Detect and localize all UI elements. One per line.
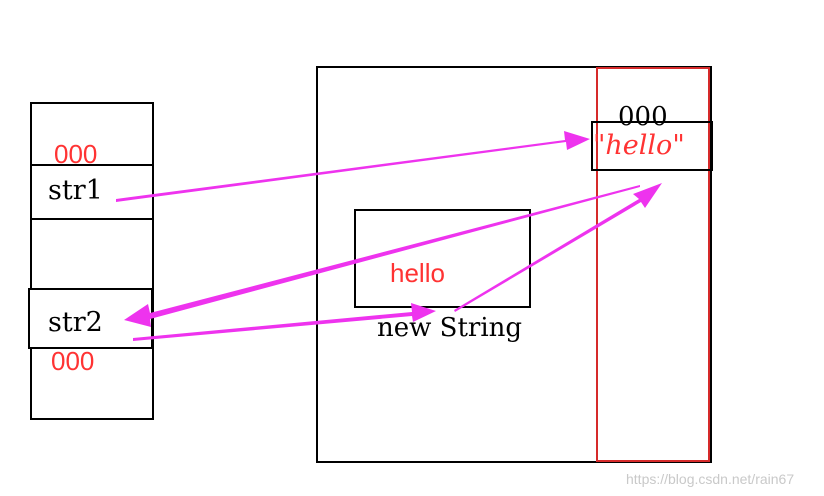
str1-address: 000 [54, 139, 98, 169]
pool-hello-cell [591, 121, 713, 171]
new-string-object [354, 209, 531, 308]
str2-label: str2 [48, 307, 103, 338]
stack-column [30, 102, 154, 420]
arrow-str1-to-pool [116, 131, 590, 202]
pool-address: 000 [618, 102, 668, 132]
arrow-pool-to-str2 [124, 185, 640, 327]
arrow-str2-to-object [133, 303, 436, 341]
heap-area [316, 66, 712, 463]
new-string-label: new String [377, 313, 523, 343]
object-hello-value: hello [390, 258, 445, 288]
str1-cell [30, 164, 154, 220]
pool-hello-literal: "hello" [593, 130, 685, 161]
str1-label: str1 [48, 175, 103, 206]
arrow-object-to-pool [454, 183, 662, 312]
watermark: https://blog.csdn.net/rain67 [626, 471, 795, 487]
str2-address: 000 [51, 346, 95, 376]
string-constant-pool [596, 67, 710, 462]
